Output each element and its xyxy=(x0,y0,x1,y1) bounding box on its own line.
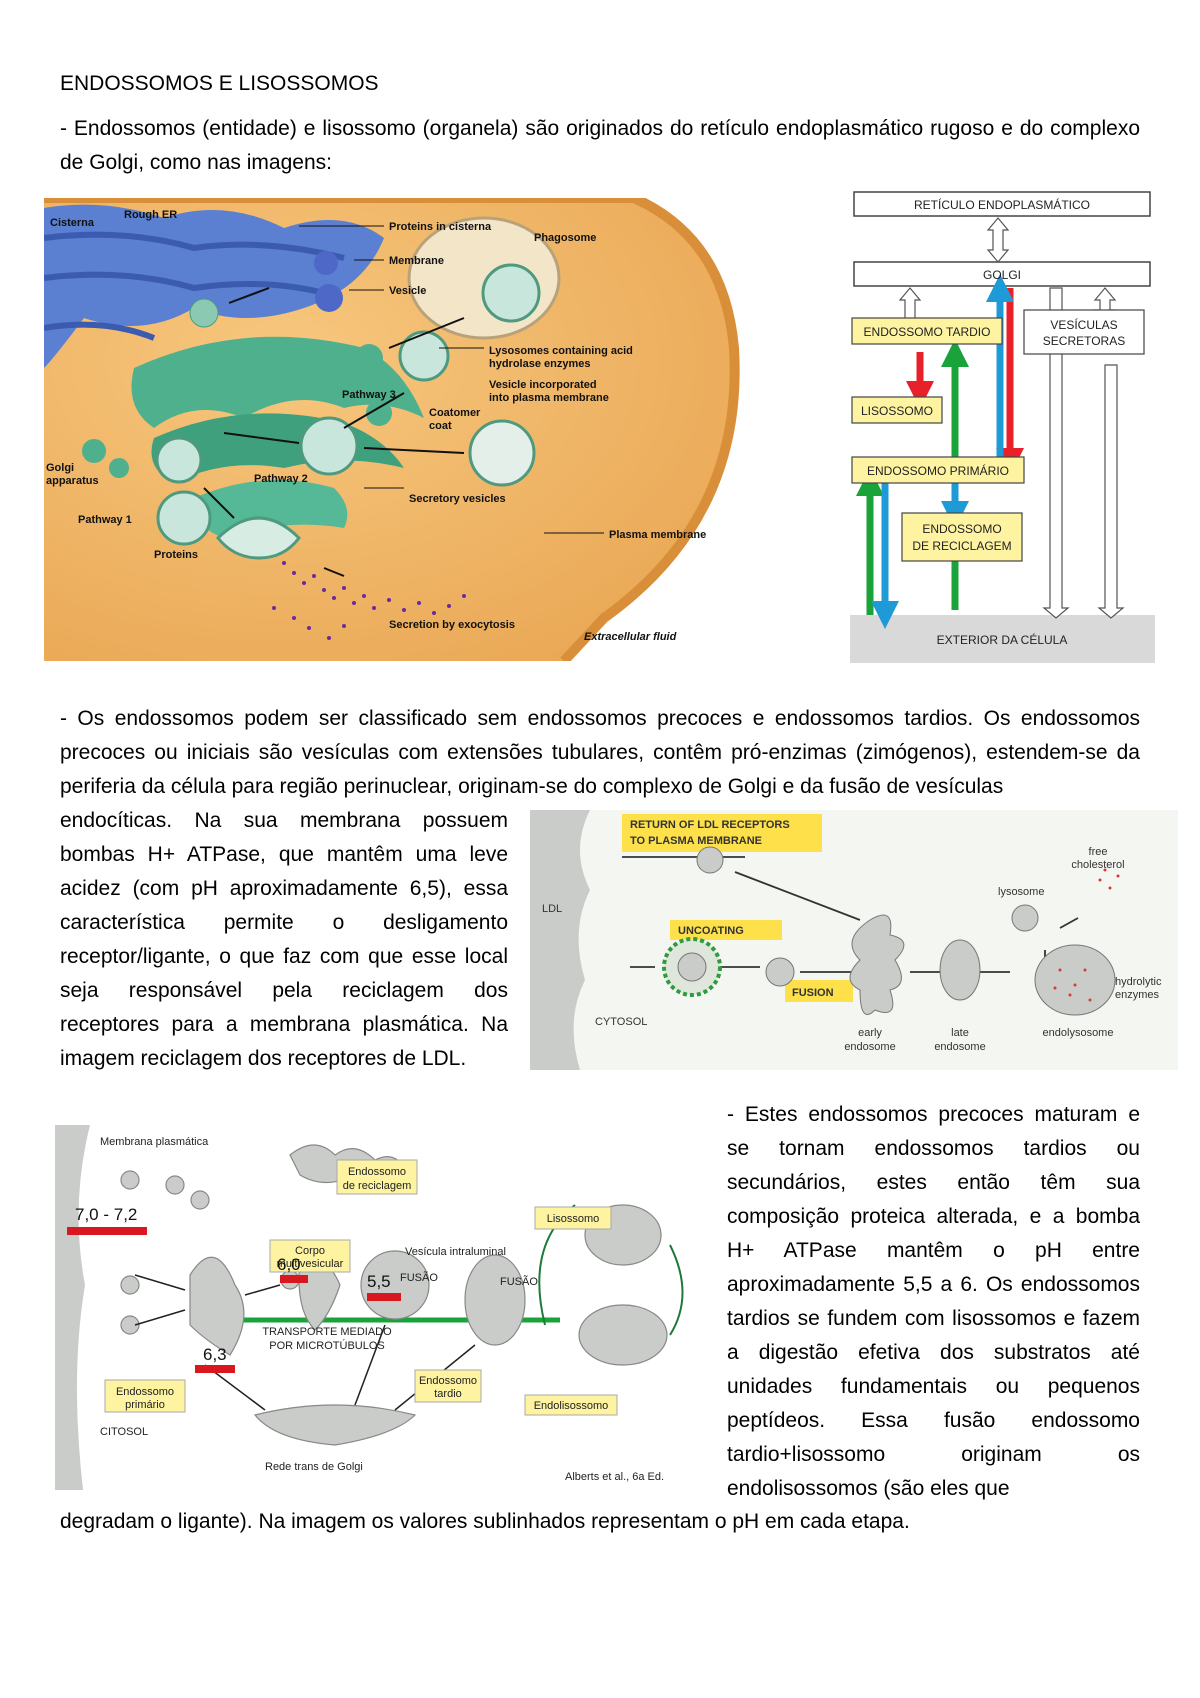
label-fusao-1: FUSÃO xyxy=(400,1271,438,1284)
label-hydrolytic-2: enzymes xyxy=(1115,989,1160,1001)
paragraph-late-endosome: - Estes endossomos precoces maturam e se… xyxy=(727,1103,1140,1500)
figure-ph-steps: Membrana plasmática Endossomo de recicla… xyxy=(55,1125,690,1490)
label-early-1: early xyxy=(858,1027,882,1039)
label-late-1: late xyxy=(951,1027,969,1039)
figure-ldl-recycling: RETURN OF LDL RECEPTORS TO PLASMA MEMBRA… xyxy=(530,810,1178,1070)
label-return-2: TO PLASMA MEMBRANE xyxy=(630,835,762,847)
label-rede-golgi: Rede trans de Golgi xyxy=(265,1461,363,1473)
paragraph-early-endosome: endocíticas. Na sua membrana possuem bom… xyxy=(60,809,508,1070)
label-vesicula: Vesícula intraluminal xyxy=(405,1246,506,1258)
label-golgi-1: Golgi xyxy=(46,462,74,474)
label-credit: Alberts et al., 6a Ed. xyxy=(565,1471,664,1483)
label-vesicle: Vesicle xyxy=(389,285,426,297)
label-transporte-1: TRANSPORTE MEDIADO xyxy=(262,1326,392,1338)
label-vesicle-inc-2: into plasma membrane xyxy=(489,392,609,404)
label-vesiculas-1: VESÍCULAS xyxy=(1050,317,1117,332)
label-late-2: endosome xyxy=(934,1041,985,1053)
paragraph-origin: - Endossomos (entidade) e lisossomo (org… xyxy=(60,117,1140,174)
label-corpo-1: Corpo xyxy=(295,1245,325,1257)
label-ph-2: 6,0 xyxy=(277,1255,301,1274)
label-endossomo-tardio: ENDOSSOMO TARDIO xyxy=(864,325,991,339)
page-title: ENDOSSOMOS E LISOSSOMOS xyxy=(60,72,379,95)
label-ldl: LDL xyxy=(542,903,562,915)
label-membrane: Membrane xyxy=(389,255,444,267)
label-proteins: Proteins xyxy=(154,549,198,561)
label-pathway3: Pathway 3 xyxy=(342,389,396,401)
label-hydrolytic-1: hydrolytic xyxy=(1115,976,1162,988)
label-vesiculas-2: SECRETORAS xyxy=(1043,334,1125,348)
label-tardio-1: Endossomo xyxy=(419,1375,477,1387)
label-reciclagem-1: ENDOSSOMO xyxy=(922,522,1001,536)
label-secretion: Secretion by exocytosis xyxy=(389,619,515,631)
label-golgi-2: apparatus xyxy=(46,475,99,487)
label-exterior: EXTERIOR DA CÉLULA xyxy=(937,632,1068,647)
label-cytosol: CYTOSOL xyxy=(595,1016,647,1028)
label-fusao-2: FUSÃO xyxy=(500,1275,538,1288)
label-plasma-membrane: Plasma membrane xyxy=(609,529,706,541)
paragraph-classification: - Os endossomos podem ser classificado s… xyxy=(60,707,1140,798)
label-coatomer-2: coat xyxy=(429,420,452,432)
label-ph-3: 5,5 xyxy=(367,1272,391,1291)
label-extracellular: Extracellular fluid xyxy=(584,631,677,643)
label-reticulo: RETÍCULO ENDOPLASMÁTICO xyxy=(914,197,1090,212)
label-reciclagem-2: DE RECICLAGEM xyxy=(912,539,1011,553)
figure-endosome-flow: RETÍCULO ENDOPLASMÁTICO GOLGI ENDOSSOMO … xyxy=(850,190,1155,663)
label-lysosomes-2: hydrolase enzymes xyxy=(489,358,591,370)
label-endossomo-primario: ENDOSSOMO PRIMÁRIO xyxy=(867,463,1009,478)
label-pathway2: Pathway 2 xyxy=(254,473,308,485)
label-ph-4: 6,3 xyxy=(203,1345,227,1364)
label-tardio-2: tardio xyxy=(434,1388,462,1400)
label-free-2: cholesterol xyxy=(1071,859,1124,871)
label-fusion: FUSION xyxy=(792,987,834,999)
label-corpo-2: multivesicular xyxy=(277,1258,344,1270)
label-lisossomo: Lisossomo xyxy=(547,1213,600,1225)
label-membrana-plasmatica: Membrana plasmática xyxy=(100,1136,209,1148)
label-transporte-2: POR MICROTÚBULOS xyxy=(269,1339,385,1352)
label-early-2: endosome xyxy=(844,1041,895,1053)
label-return-1: RETURN OF LDL RECEPTORS xyxy=(630,819,790,831)
label-ph-1: 7,0 - 7,2 xyxy=(75,1205,137,1224)
label-golgi: GOLGI xyxy=(983,268,1021,282)
label-lisossomo: LISOSSOMO xyxy=(861,404,933,418)
label-primario-1: Endossomo xyxy=(116,1386,174,1398)
label-uncoating: UNCOATING xyxy=(678,925,744,937)
label-vesicle-inc-1: Vesicle incorporated xyxy=(489,379,597,391)
label-reciclagem-1: Endossomo xyxy=(348,1166,406,1178)
label-cisterna: Cisterna xyxy=(50,217,95,229)
figure-cell-pathways: Cisterna Rough ER Proteins in cisterna P… xyxy=(44,198,770,661)
label-reciclagem-2: de reciclagem xyxy=(343,1180,411,1192)
paragraph-ph-note: degradam o ligante). Na imagem os valore… xyxy=(60,1510,910,1533)
label-coatomer-1: Coatomer xyxy=(429,407,481,419)
label-pathway1: Pathway 1 xyxy=(78,514,132,526)
label-endolysosome: endolysosome xyxy=(1043,1027,1114,1039)
label-primario-2: primário xyxy=(125,1399,165,1411)
label-proteins-cisterna: Proteins in cisterna xyxy=(389,221,492,233)
label-endolisossomo: Endolisossomo xyxy=(534,1400,609,1412)
label-citosol: CITOSOL xyxy=(100,1426,148,1438)
label-phagosome: Phagosome xyxy=(534,232,596,244)
label-lysosome: lysosome xyxy=(998,886,1044,898)
label-secretory: Secretory vesicles xyxy=(409,493,506,505)
label-lysosomes-1: Lysosomes containing acid xyxy=(489,345,633,357)
label-rough-er: Rough ER xyxy=(124,209,177,221)
label-free-1: free xyxy=(1089,846,1108,858)
